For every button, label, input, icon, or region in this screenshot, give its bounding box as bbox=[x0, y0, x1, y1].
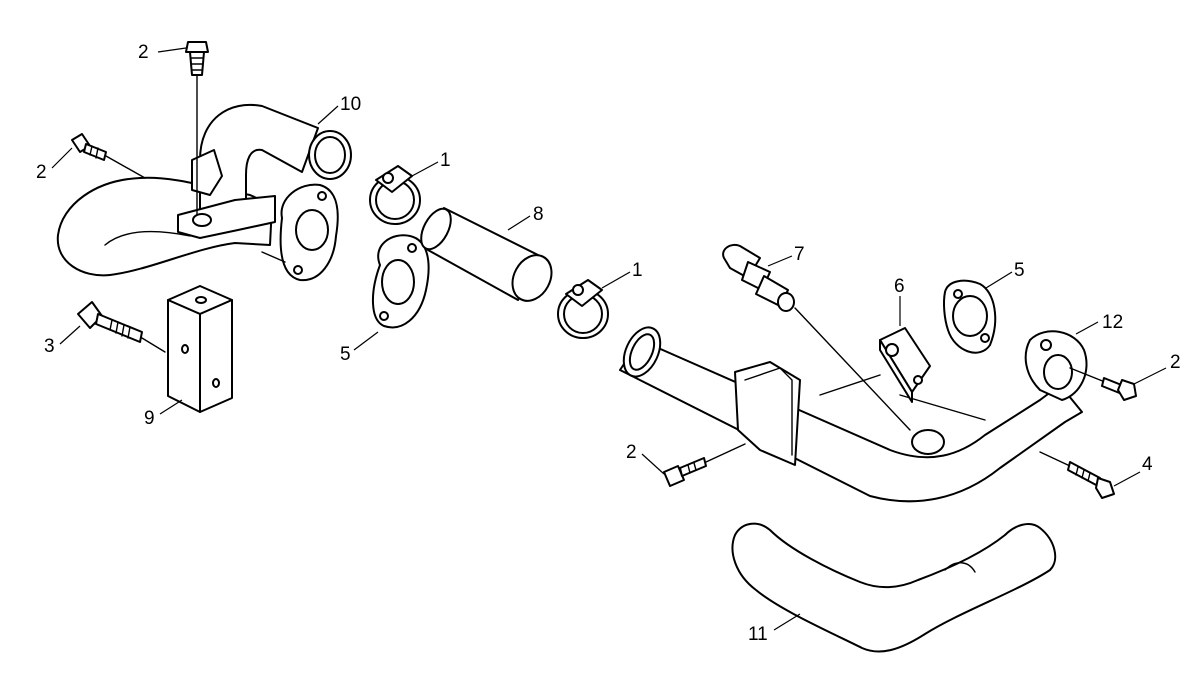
callout-1-lower: 1 bbox=[632, 260, 643, 281]
callout-2-top: 2 bbox=[138, 42, 149, 63]
callout-11: 11 bbox=[748, 624, 768, 645]
part-6-clamp-block bbox=[879, 327, 931, 403]
part-2-bolt-top bbox=[185, 41, 209, 216]
part-11-curved-hose bbox=[731, 522, 1057, 653]
part-8-straight-hose bbox=[420, 207, 553, 302]
part-7-fitting bbox=[722, 244, 911, 431]
part-3-long-bolt bbox=[77, 301, 166, 353]
part-4-bolt bbox=[1039, 451, 1115, 499]
callout-5-left: 5 bbox=[340, 344, 351, 365]
part-5-gasket-right bbox=[943, 279, 997, 354]
callout-8: 8 bbox=[533, 204, 544, 225]
callout-4: 4 bbox=[1142, 454, 1153, 475]
callout-2-right: 2 bbox=[1170, 352, 1181, 373]
leader-lines bbox=[51, 47, 1167, 631]
part-2-bolt-left bbox=[71, 133, 146, 179]
part-9-spacer-block bbox=[167, 285, 233, 413]
callout-7: 7 bbox=[794, 244, 805, 265]
callout-1-upper: 1 bbox=[440, 150, 451, 171]
callout-3: 3 bbox=[44, 336, 55, 357]
part-1-hose-clamp-upper bbox=[369, 165, 421, 225]
callout-12: 12 bbox=[1102, 312, 1123, 333]
part-1-hose-clamp-lower bbox=[557, 279, 609, 339]
part-10-elbow-housing bbox=[56, 103, 352, 282]
callout-9: 9 bbox=[144, 408, 155, 429]
callout-2-bottom: 2 bbox=[626, 442, 637, 463]
callout-labels: 2 10 2 1 8 1 7 5 5 6 12 2 3 9 2 4 11 bbox=[36, 42, 1181, 645]
callout-5-right: 5 bbox=[1014, 260, 1025, 281]
callout-10: 10 bbox=[340, 94, 361, 115]
part-5-gasket-left bbox=[371, 234, 430, 329]
part-2-bolt-right bbox=[1069, 367, 1137, 401]
callout-6: 6 bbox=[894, 276, 905, 297]
callout-2-left: 2 bbox=[36, 162, 47, 183]
part-12-main-pipe bbox=[619, 326, 1088, 503]
part-2-bolt-bottom bbox=[663, 443, 746, 487]
